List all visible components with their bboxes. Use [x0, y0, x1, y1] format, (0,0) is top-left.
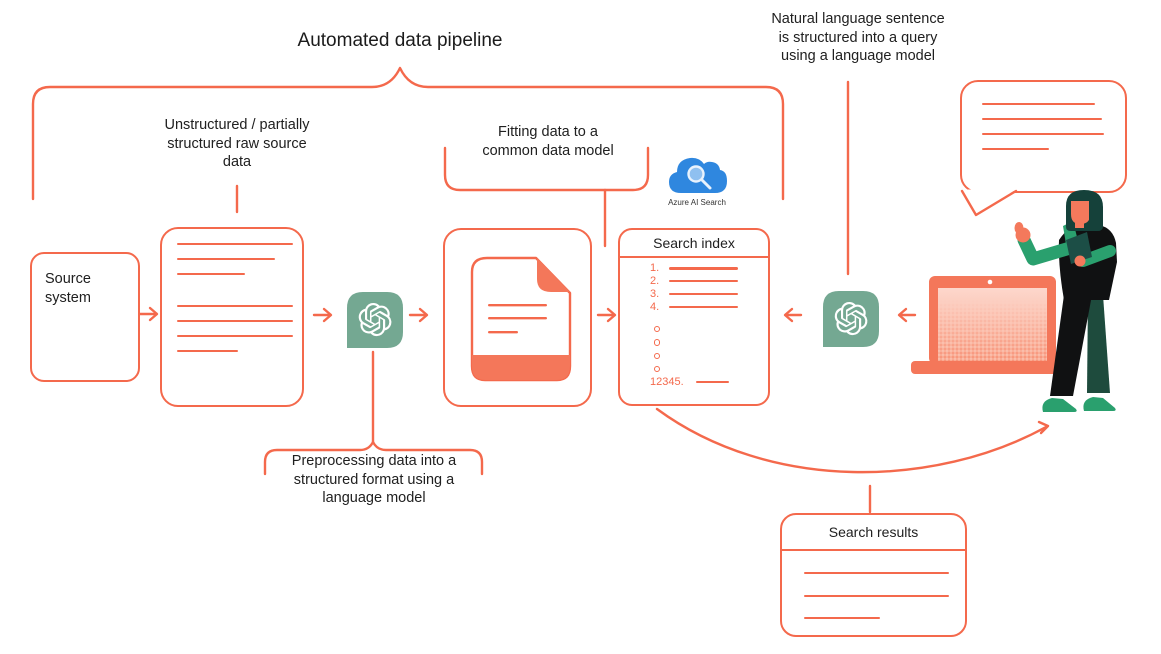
text-line: [804, 595, 949, 598]
laptop-illustration: [911, 276, 1061, 374]
row-line: [669, 280, 738, 283]
callout-line: Unstructured / partially: [164, 117, 310, 133]
text-line: [982, 148, 1049, 151]
arrow-model-to-datamodel: [408, 307, 429, 323]
callout-line: Fitting data to a: [498, 124, 598, 140]
row-number: 4.: [650, 300, 660, 313]
text-line: [177, 258, 275, 261]
row-number: 1.: [650, 262, 660, 275]
callout-line: data: [222, 154, 252, 170]
person-illustration: [1014, 190, 1117, 412]
ellipsis-dot: [654, 352, 661, 359]
row-number: 3.: [650, 287, 660, 300]
speech-bubble: [960, 80, 1127, 193]
row-line: [669, 267, 738, 270]
callout-preprocessing: Preprocessing data into a structured for…: [254, 452, 494, 508]
raw-document-box: [160, 227, 304, 407]
row-line: [669, 292, 738, 296]
search-index-box: Search index 1. 2. 3. 4.: [618, 228, 770, 406]
callout-line: Preprocessing data into a: [291, 453, 457, 469]
openai-pipeline-model-icon: [347, 292, 403, 348]
arrow-querymodel-to-index: [783, 307, 803, 323]
text-line: [982, 118, 1102, 121]
ellipsis-dot: [654, 366, 661, 373]
ellipsis-dot: [654, 326, 661, 333]
callout-natural-language: Natural language sentence is structured …: [738, 10, 978, 66]
page-title: Automated data pipeline: [297, 30, 503, 51]
callout-line: is structured into a query: [778, 29, 938, 46]
arrow-datamodel-to-index: [596, 307, 617, 323]
callout-line: language model: [322, 490, 426, 506]
callout-line: structured format using a: [293, 471, 455, 488]
text-line: [804, 572, 949, 575]
text-line: [177, 335, 293, 338]
callout-line: common data model: [482, 142, 614, 159]
row-number: 12345.: [650, 376, 684, 388]
search-index-title: Search index: [620, 230, 768, 258]
callout-line: Natural language sentence: [771, 11, 945, 27]
search-index-row: 3.: [650, 288, 738, 301]
text-line: [804, 617, 880, 620]
text-line: [177, 243, 293, 246]
text-line: [177, 305, 293, 308]
azure-ai-search-label: Azure AI Search: [668, 198, 726, 207]
speech-bubble-tail: [960, 189, 1018, 217]
openai-query-model-icon: [823, 291, 879, 347]
text-line: [177, 273, 245, 276]
row-number: 2.: [650, 275, 660, 288]
arrow-raw-to-model: [312, 307, 333, 323]
callout-line: structured raw source: [167, 135, 307, 152]
text-line: [982, 103, 1095, 106]
callout-fitting-data: Fitting data to a common data model: [448, 123, 648, 160]
azure-ai-search-icon: [669, 157, 727, 193]
row-line: [695, 380, 729, 384]
callout-line: using a language model: [781, 48, 935, 64]
data-model-box: [443, 228, 592, 407]
arrow-source-to-raw: [138, 306, 159, 322]
source-system-box: Source system: [30, 252, 140, 382]
search-index-row: 2.: [650, 275, 738, 288]
text-line: [177, 350, 238, 353]
search-index-ellipsis: [654, 326, 661, 380]
source-system-label: Source: [45, 271, 91, 287]
search-index-rows: 1. 2. 3. 4.: [650, 262, 738, 313]
search-index-footer-row: 12345.: [650, 376, 729, 388]
arrow-index-to-user-curve: [655, 407, 1050, 474]
search-index-row: 1.: [650, 262, 738, 275]
search-results-box: Search results: [780, 513, 967, 637]
text-line: [982, 133, 1104, 136]
ellipsis-dot: [654, 339, 661, 346]
search-results-title: Search results: [782, 515, 965, 551]
row-line: [669, 305, 738, 308]
source-system-label: system: [45, 290, 91, 306]
search-index-row: 4.: [650, 300, 738, 313]
text-line: [177, 320, 293, 323]
callout-unstructured-data: Unstructured / partially structured raw …: [137, 116, 337, 172]
arrow-laptop-to-querymodel: [897, 307, 917, 323]
